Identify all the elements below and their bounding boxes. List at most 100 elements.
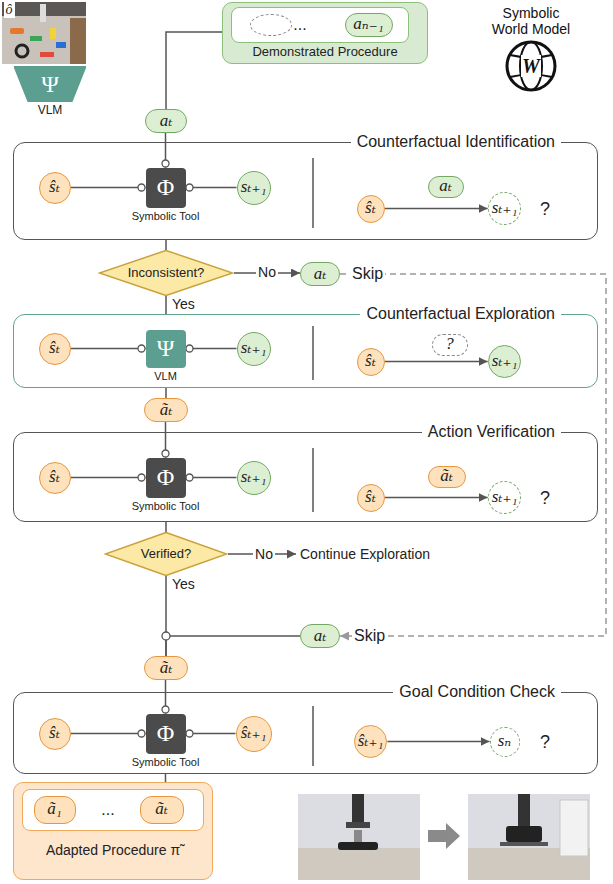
port-circle: [138, 474, 145, 481]
photo-ground: [2, 2, 86, 64]
photo-ground: [298, 794, 420, 880]
math-symbol: sₜ₊₁: [492, 199, 518, 218]
state-circle: sₜ₊₁: [237, 461, 271, 495]
connector: [71, 733, 146, 735]
state-circle: sₜ₊₁: [488, 481, 522, 515]
math-symbol: sₜ₊₁: [492, 352, 518, 371]
stage-panel: Goal Condition CheckŝₜΦSymbolic Toolŝₜ₊₁…: [13, 692, 598, 774]
math-symbol: ŝₜ: [49, 468, 60, 487]
math-symbol: ŝₜ: [49, 724, 60, 743]
symbolic-tool-box: ΦSymbolic Tool: [146, 458, 186, 498]
decision-diamond: Inconsistent?: [98, 250, 234, 296]
vlm-symbol: Ψ: [41, 71, 59, 97]
math-symbol: ãₜ: [160, 401, 173, 420]
shape-outline: [14, 66, 86, 102]
label-text: Skip: [352, 627, 387, 645]
gripper: [346, 822, 370, 828]
action-pill: ãₜ: [144, 656, 188, 680]
port-circle: [162, 160, 169, 167]
label-text: ?: [540, 199, 550, 220]
label-text: ?: [540, 488, 550, 509]
connector: [71, 477, 146, 479]
panel-title: Counterfactual Exploration: [360, 304, 561, 324]
math-symbol: ãₜ: [440, 467, 453, 486]
math-symbol: aₙ₋₁: [353, 15, 383, 34]
action-pill: aₜ: [300, 624, 340, 648]
connector: [165, 522, 167, 532]
math-symbol: ŝₜ: [49, 178, 60, 197]
math-symbol: ã₁: [47, 800, 61, 819]
panel-dividers: [312, 158, 314, 766]
math-symbol: ãₜ: [160, 659, 173, 678]
symbolic-tool-box: ΦSymbolic Tool: [146, 168, 186, 208]
connector: [385, 497, 488, 499]
tool-label: Symbolic Tool: [132, 210, 200, 222]
object: [40, 52, 54, 57]
connector: [165, 240, 167, 250]
globe-icon: [507, 42, 555, 90]
divider: [312, 326, 314, 380]
tool-symbol: Ψ: [157, 335, 175, 361]
port-circle: [138, 730, 145, 737]
connector: [165, 296, 167, 314]
label-text: No: [253, 546, 275, 562]
label-text: Skip: [350, 265, 385, 283]
action-pill: ãₜ: [428, 466, 466, 488]
action-pill: ã₁: [34, 796, 76, 824]
junction-circle: [162, 632, 170, 640]
action-pill: aₙ₋₁: [345, 13, 393, 37]
port-circle: [162, 450, 169, 457]
state-circle: sₜ₊₁: [237, 332, 271, 366]
action-pill: aₜ: [145, 109, 187, 133]
tool-symbol: Φ: [157, 174, 175, 200]
object: [50, 28, 56, 39]
decision-diamond: Verified?: [104, 532, 228, 576]
connector: [387, 741, 489, 743]
action-pill: ?: [432, 334, 468, 356]
decision-text: Inconsistent?: [128, 266, 205, 280]
result-photos: [298, 794, 590, 880]
state-circle: ŝₜ₊₁: [236, 716, 272, 752]
state-circle: sₜ₊₁: [488, 345, 522, 379]
gripper: [518, 794, 530, 828]
state-circle: ŝₜ: [39, 172, 71, 204]
math-symbol: aₜ: [160, 112, 173, 131]
math-symbol: ŝₜ₊₁: [358, 732, 384, 751]
port-circle: [186, 184, 193, 191]
panel-title: Action Verification: [422, 422, 561, 442]
state-circle: ŝₜ: [357, 348, 385, 376]
edge-label: Yes: [172, 297, 195, 312]
tool-label: Symbolic Tool: [132, 500, 200, 512]
decision-text: Verified?: [141, 547, 192, 561]
empty-step-ellipse: [250, 14, 292, 36]
scene-photo: [2, 2, 86, 64]
action-pill: aₜ: [300, 262, 340, 286]
math-symbol: ŝₜ: [365, 352, 376, 371]
edge-label: No: [256, 265, 278, 280]
divider: [312, 448, 314, 512]
math-symbol: sₜ₊₁: [241, 339, 267, 358]
stage-panel: Counterfactual ExplorationŝₜΨVLMsₜ₊₁ŝₜ?s…: [13, 314, 598, 388]
state-circle: ŝₜ: [39, 718, 71, 750]
gripper: [352, 794, 364, 824]
connector: [165, 774, 167, 782]
panel-title: Counterfactual Identification: [351, 132, 561, 152]
connector: [71, 187, 146, 189]
math-symbol: sₙ: [498, 732, 512, 751]
state-circle: ŝₜ: [39, 462, 71, 494]
tool-symbol: Φ: [157, 720, 175, 746]
symbolic-tool-box: ΦSymbolic Tool: [146, 714, 186, 754]
connector: [71, 348, 146, 350]
globe-icon: [520, 42, 542, 90]
state-circle: ŝₜ₊₁: [354, 725, 388, 759]
math-symbol: sₜ₊₁: [241, 178, 267, 197]
tool-symbol: Φ: [157, 464, 175, 490]
vlm-box: ΨVLM: [146, 330, 186, 368]
label-text: ô: [4, 2, 15, 18]
port-circle: [186, 474, 193, 481]
connector: [166, 32, 222, 109]
connector: [385, 208, 488, 210]
transition-arrow: [428, 823, 460, 849]
vlm-trapezoid: ΨVLM: [14, 66, 86, 102]
